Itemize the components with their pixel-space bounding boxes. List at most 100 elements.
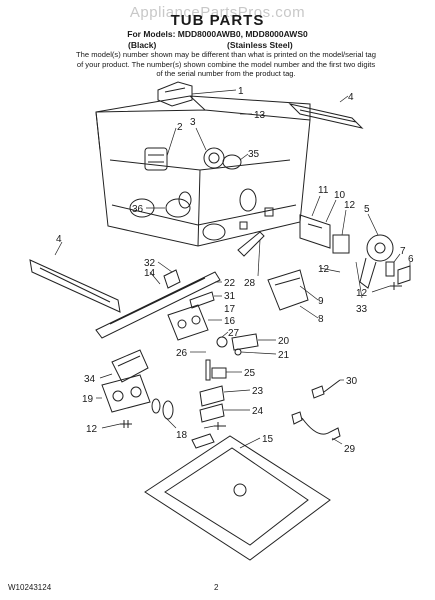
callout-3: 3 (190, 117, 196, 128)
callout-32: 32 (144, 258, 156, 269)
leader-1 (191, 89, 237, 95)
vent-assembly-inner (208, 152, 220, 164)
pump-19-port (112, 390, 124, 402)
leader-12c (203, 425, 215, 429)
callout-12-c: 12 (356, 288, 368, 299)
pump-16 (167, 304, 209, 341)
page-number: 2 (214, 583, 219, 592)
part-31 (189, 291, 215, 309)
callout-33: 33 (356, 304, 368, 315)
pump-16-port (177, 319, 187, 329)
rail-14 (95, 271, 221, 339)
tub-port (178, 191, 192, 209)
callout-17: 17 (224, 304, 236, 315)
wash-wheel (366, 234, 394, 262)
sensor-30 (311, 379, 341, 399)
tub-rim (95, 95, 311, 151)
leader-14 (149, 271, 161, 285)
callout-19: 19 (82, 394, 94, 405)
base-15-inner (164, 447, 309, 546)
callout-14: 14 (144, 268, 156, 279)
watermark: AppliancePartsPros.com (129, 4, 306, 21)
screw-12 (390, 282, 402, 290)
leader-7 (393, 253, 401, 263)
callout-24: 24 (252, 406, 264, 417)
lever-28 (237, 231, 265, 257)
cable-29 (291, 411, 341, 441)
tub-port (202, 223, 226, 241)
pump-16-port (191, 315, 201, 325)
tub-boss (239, 221, 248, 230)
callout-28: 28 (244, 278, 256, 289)
wash-wheel-arm (359, 257, 377, 289)
callout-23: 23 (252, 386, 264, 397)
part-18 (162, 400, 174, 420)
callout-20: 20 (278, 336, 290, 347)
doc-number: W10243124 (8, 583, 52, 592)
callout-12-b: 12 (318, 264, 330, 275)
leader-12d (319, 267, 341, 273)
callout-4-right: 4 (348, 92, 354, 103)
pump-19-port (130, 386, 142, 398)
callout-16: 16 (224, 316, 236, 327)
vent-assembly (203, 147, 225, 169)
leader-35 (239, 153, 249, 161)
leader-12a (341, 209, 347, 236)
callout-6: 6 (408, 254, 414, 265)
leader-8 (299, 305, 319, 319)
callout-26: 26 (176, 348, 188, 359)
part-25 (211, 367, 227, 379)
part-20 (231, 333, 259, 351)
rail-right (288, 103, 364, 129)
callout-30: 30 (346, 376, 358, 387)
callout-8: 8 (318, 314, 324, 325)
part-6 (397, 265, 411, 285)
leader-11 (311, 195, 321, 217)
callout-10: 10 (334, 190, 346, 201)
description: The model(s) number shown may be differe… (76, 50, 376, 79)
top-bracket (157, 81, 193, 107)
page-title: TUB PARTS (170, 12, 265, 29)
callout-18: 18 (176, 430, 188, 441)
base-15-detail (191, 433, 215, 449)
part-26 (205, 359, 211, 381)
leader-4b (54, 241, 63, 256)
leader-4a (339, 95, 349, 103)
leader-12e (371, 285, 391, 293)
leader-23 (223, 389, 251, 393)
inlet-detail (148, 154, 164, 163)
callout-21: 21 (278, 350, 290, 361)
leader-18 (165, 417, 177, 429)
screw-12 (214, 422, 226, 430)
callout-35: 35 (248, 149, 260, 160)
callout-1: 1 (238, 86, 244, 97)
module-9 (267, 269, 309, 311)
callout-2: 2 (177, 122, 183, 133)
leader-33 (355, 261, 363, 299)
leader-5 (367, 213, 379, 236)
models-line: For Models: MDD8000AWB0, MDD8000AWS0 (127, 29, 308, 39)
inlet-fitting (144, 147, 168, 171)
callout-22: 22 (224, 278, 236, 289)
callout-7: 7 (400, 246, 406, 257)
leader-34 (99, 373, 113, 379)
bracket-12 (332, 234, 350, 254)
variant-black: (Black) (128, 40, 157, 50)
base-15-drain (233, 483, 247, 497)
screw-12 (120, 420, 132, 428)
leader-27 (221, 331, 229, 338)
callout-11: 11 (318, 185, 329, 196)
part-27 (216, 336, 228, 348)
gasket-36 (165, 198, 191, 218)
part-24 (199, 403, 225, 423)
leader-2 (166, 127, 177, 157)
part-18 (151, 398, 161, 414)
bracket-34 (111, 349, 149, 383)
callout-36: 36 (132, 204, 144, 215)
leader-15 (239, 437, 261, 449)
part-32 (163, 269, 181, 289)
callout-5: 5 (364, 204, 370, 215)
leader-29 (331, 437, 343, 445)
callout-34: 34 (84, 374, 96, 385)
